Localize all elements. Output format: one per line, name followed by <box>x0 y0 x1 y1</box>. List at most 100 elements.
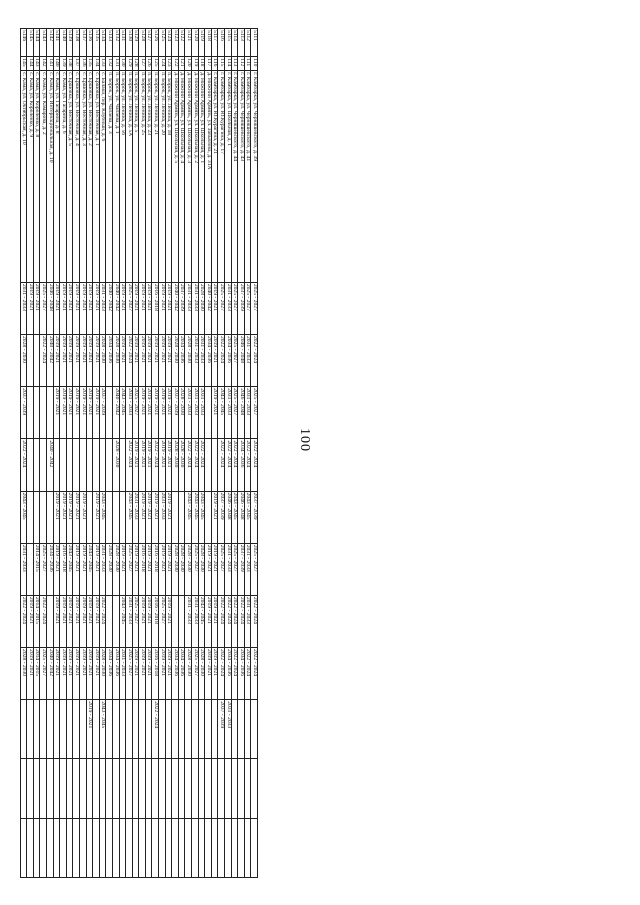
period-cell: 2019 - 2021 <box>165 282 172 335</box>
period-cell: 2019 - 2021 <box>26 595 34 648</box>
address-cell: п. Борок, ул. Ленина, д. 5 <box>132 70 139 283</box>
period-cell <box>204 491 212 544</box>
period-cell <box>53 818 60 878</box>
period-cell: 2019 - 2021 <box>145 334 152 387</box>
row-number-cell: 5146 <box>20 28 27 57</box>
period-cell: 2043 - 2045 <box>20 491 27 544</box>
period-cell <box>204 438 212 492</box>
period-cell: 2019 - 2021 <box>53 595 60 648</box>
period-cell: 2043 - 2045 <box>217 386 225 439</box>
period-cell: 2040 - 2042 <box>112 386 120 439</box>
period-cell <box>231 758 238 819</box>
index-cell: 134 <box>92 56 100 71</box>
period-cell <box>119 758 126 819</box>
row-number-cell: 5113 <box>237 28 245 57</box>
address-cell: г. Камбарка, ул. Ю.Курагина, д. 17 <box>217 70 225 283</box>
period-cell <box>26 818 34 878</box>
period-cell: 2034 - 2036 <box>237 438 245 492</box>
period-cell: 2019 - 2021 <box>79 491 87 544</box>
period-cell: 2040 - 2042 <box>105 282 113 335</box>
period-cell <box>152 818 159 878</box>
period-cell: 2019 - 2021 <box>92 543 100 596</box>
period-cell <box>191 818 199 878</box>
period-cell <box>72 758 80 819</box>
period-cell: 2037 - 2039 <box>171 386 179 439</box>
period-cell <box>198 818 205 878</box>
row-number-cell: 5116 <box>217 28 225 57</box>
address-cell: п. Борок, ул. Ленина, д. 25 <box>138 70 146 283</box>
row-number-cell: 5135 <box>92 28 100 57</box>
period-cell: 2022 - 2024 <box>224 438 232 492</box>
period-cell: 2019 - 2021 <box>211 491 218 544</box>
period-cell: 2031 - 2033 <box>191 334 199 387</box>
period-cell: 2028 - 2030 <box>20 334 27 387</box>
period-cell: 2019 - 2021 <box>92 334 100 387</box>
period-cell: 2031 - 2033 <box>125 595 133 648</box>
period-cell: 2028 - 2030 <box>99 334 106 387</box>
period-cell <box>224 758 232 819</box>
period-cell: 2019 - 2021 <box>53 386 60 439</box>
period-cell: 2019 - 2021 <box>72 282 80 335</box>
index-cell: 125 <box>152 56 159 71</box>
period-cell: 2022 - 2024 <box>39 595 47 648</box>
period-cell: 2028 - 2030 <box>20 647 27 700</box>
index-cell: 144 <box>26 56 34 71</box>
address-cell: с. Ершовка, ул. Восточная, д. 5 <box>66 70 73 283</box>
period-cell: 2046 - 2048 <box>237 491 245 544</box>
period-cell: 2025 - 2027 <box>231 386 238 439</box>
period-cell: 2022 - 2024 <box>217 647 225 700</box>
period-cell <box>105 595 113 648</box>
period-cell: 2037 - 2039 <box>217 491 225 544</box>
period-cell: 2034 - 2036 <box>105 647 113 700</box>
period-cell: 2019 - 2021 <box>66 595 73 648</box>
period-cell <box>211 438 218 492</box>
period-cell: 2040 - 2042 <box>46 647 54 700</box>
address-cell: с. Ершовка, ул. Восточная, д. 3 <box>79 70 87 283</box>
period-cell: 2019 - 2021 <box>132 334 139 387</box>
period-cell <box>26 438 34 492</box>
period-cell: 2040 - 2042 <box>46 334 54 387</box>
period-cell <box>86 758 93 819</box>
period-cell <box>92 758 100 819</box>
row-number-cell: 5123 <box>171 28 179 57</box>
period-cell <box>99 818 106 878</box>
period-cell: 2025 - 2027 <box>39 543 47 596</box>
period-cell <box>178 491 185 544</box>
period-cell: 2022 - 2024 <box>250 334 258 387</box>
period-cell: 2019 - 2021 <box>138 334 146 387</box>
period-cell <box>171 595 179 648</box>
address-cell: д. Нижний Армязь, ул. Завьялова, д. 31А <box>204 70 212 283</box>
period-cell <box>204 699 212 759</box>
row-number-cell: 5142 <box>46 28 54 57</box>
period-cell: 2022 - 2024 <box>217 438 225 492</box>
row-number-cell: 5111 <box>250 28 258 57</box>
period-cell: 2022 - 2024 <box>152 438 159 492</box>
period-cell: 2019 - 2021 <box>132 438 139 492</box>
row-number-cell: 5140 <box>59 28 67 57</box>
period-cell: 2019 - 2021 <box>53 334 60 387</box>
period-cell <box>46 818 54 878</box>
period-cell <box>244 699 251 759</box>
address-cell: с. Ершовка, ул. Восточная, д. 2 <box>86 70 93 283</box>
period-cell: 2043 - 2045 <box>198 491 205 544</box>
period-cell: 2025 - 2027 <box>132 386 139 439</box>
period-cell: 2022 - 2024 <box>217 595 225 648</box>
period-cell: 2043 - 2045 <box>231 491 238 544</box>
period-cell: 2022 - 2024 <box>198 438 205 492</box>
period-cell: 2019 - 2021 <box>152 491 159 544</box>
period-cell <box>184 699 192 759</box>
period-cell: 2043 - 2045 <box>119 595 126 648</box>
period-cell: 2025 - 2027 <box>132 595 139 648</box>
period-cell <box>105 438 113 492</box>
address-cell: п. Борок, ул. Ленина, д. 56 <box>119 70 126 283</box>
period-cell: 2043 - 2045 <box>198 595 205 648</box>
period-cell <box>198 699 205 759</box>
address-cell: п. Борок, ул. Ленина, д. 5А <box>125 70 133 283</box>
period-cell: 2022 - 2024 <box>152 699 159 759</box>
